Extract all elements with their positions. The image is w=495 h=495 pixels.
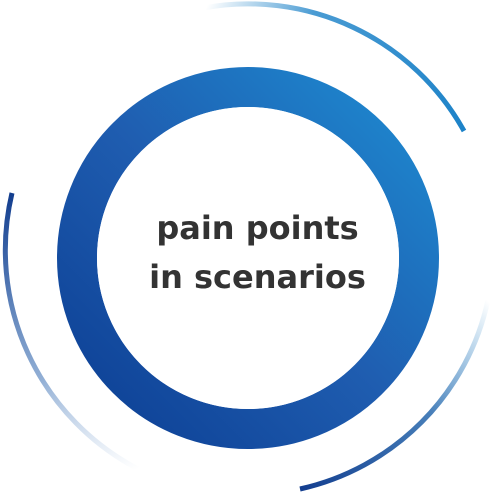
label-line-1: pain points — [156, 209, 359, 247]
center-label: pain points in scenarios — [0, 204, 495, 302]
inner-disc — [97, 107, 399, 409]
outer-arc-top-right — [202, 1, 467, 133]
main-ring — [57, 67, 439, 449]
label-line-2: in scenarios — [149, 258, 366, 296]
outer-arc-left — [2, 192, 142, 473]
outer-arc-bottom-right — [299, 299, 491, 492]
